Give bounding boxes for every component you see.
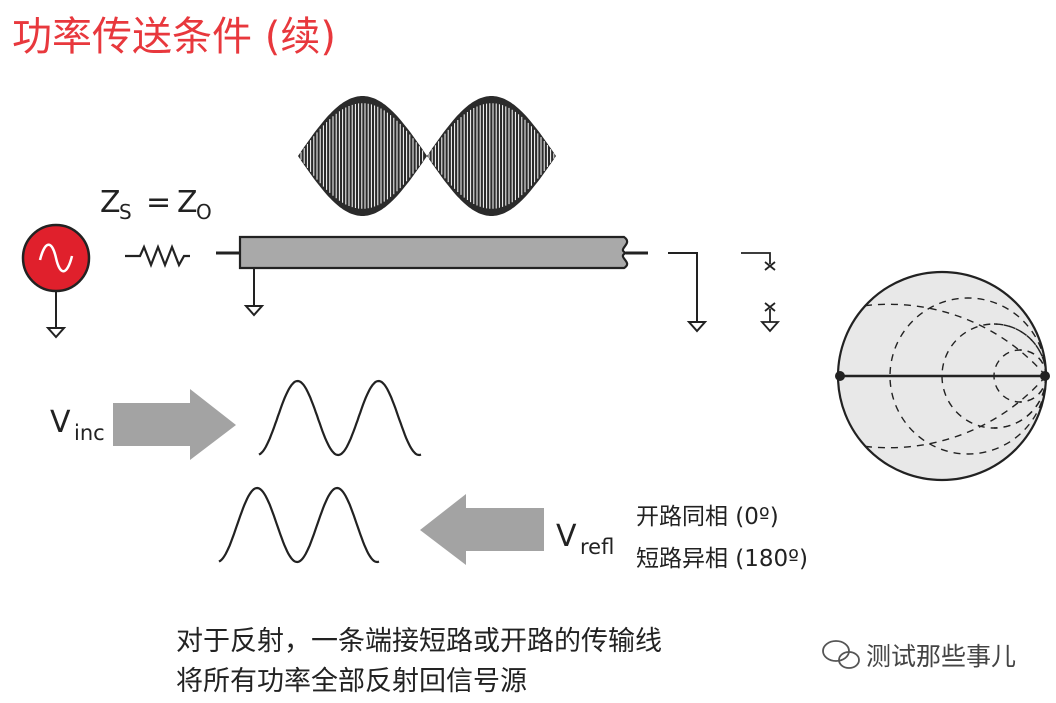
slide-title: 功率传送条件 (续) xyxy=(12,14,336,60)
impedance-label: Z S = Z O xyxy=(100,185,212,224)
vinc-subscript: inc xyxy=(74,421,105,445)
ground-icon xyxy=(45,327,67,339)
short-termination xyxy=(668,252,708,333)
incident-sine-wave xyxy=(258,379,422,457)
signal-source xyxy=(21,223,91,339)
vinc-symbol: V xyxy=(50,405,71,440)
zo-subscript: O xyxy=(196,200,212,224)
sine-glyph xyxy=(38,243,74,273)
open-point-icon xyxy=(1040,371,1050,381)
reflected-wave-group: V refl 开路同相 (0º) 短路异相 (180º) xyxy=(218,486,808,572)
open-circuit-label: 开路同相 (0º) xyxy=(636,504,779,530)
arrow-right-icon xyxy=(113,389,236,460)
ground-icon xyxy=(686,321,708,333)
standing-wave xyxy=(298,96,556,216)
short-point-icon xyxy=(835,371,845,381)
incident-wave-group: V inc xyxy=(50,379,422,460)
wechat-icon xyxy=(822,640,860,669)
resistor-icon xyxy=(125,243,190,269)
equals-sign: = xyxy=(146,185,171,220)
caption-line-2: 将所有功率全部反射回信号源 xyxy=(176,666,527,697)
transmission-line xyxy=(216,235,648,317)
smith-chart xyxy=(835,270,1050,482)
reflected-sine-wave xyxy=(218,486,380,564)
vrefl-symbol: V xyxy=(556,519,577,554)
caption-line-1: 对于反射，一条端接短路或开路的传输线 xyxy=(176,626,662,657)
zs-symbol: Z xyxy=(100,185,121,220)
open-x-icon xyxy=(764,302,776,312)
ground-icon xyxy=(759,321,781,333)
watermark-text: 测试那些事儿 xyxy=(866,642,1016,671)
vrefl-subscript: refl xyxy=(580,535,614,559)
watermark: 测试那些事儿 xyxy=(822,640,1016,671)
open-termination xyxy=(741,252,781,333)
short-circuit-label: 短路异相 (180º) xyxy=(636,546,808,572)
arrow-left-icon xyxy=(420,494,544,565)
zo-symbol: Z xyxy=(177,185,198,220)
zs-subscript: S xyxy=(119,200,132,224)
open-x-icon xyxy=(764,261,776,271)
ground-icon xyxy=(243,305,265,317)
